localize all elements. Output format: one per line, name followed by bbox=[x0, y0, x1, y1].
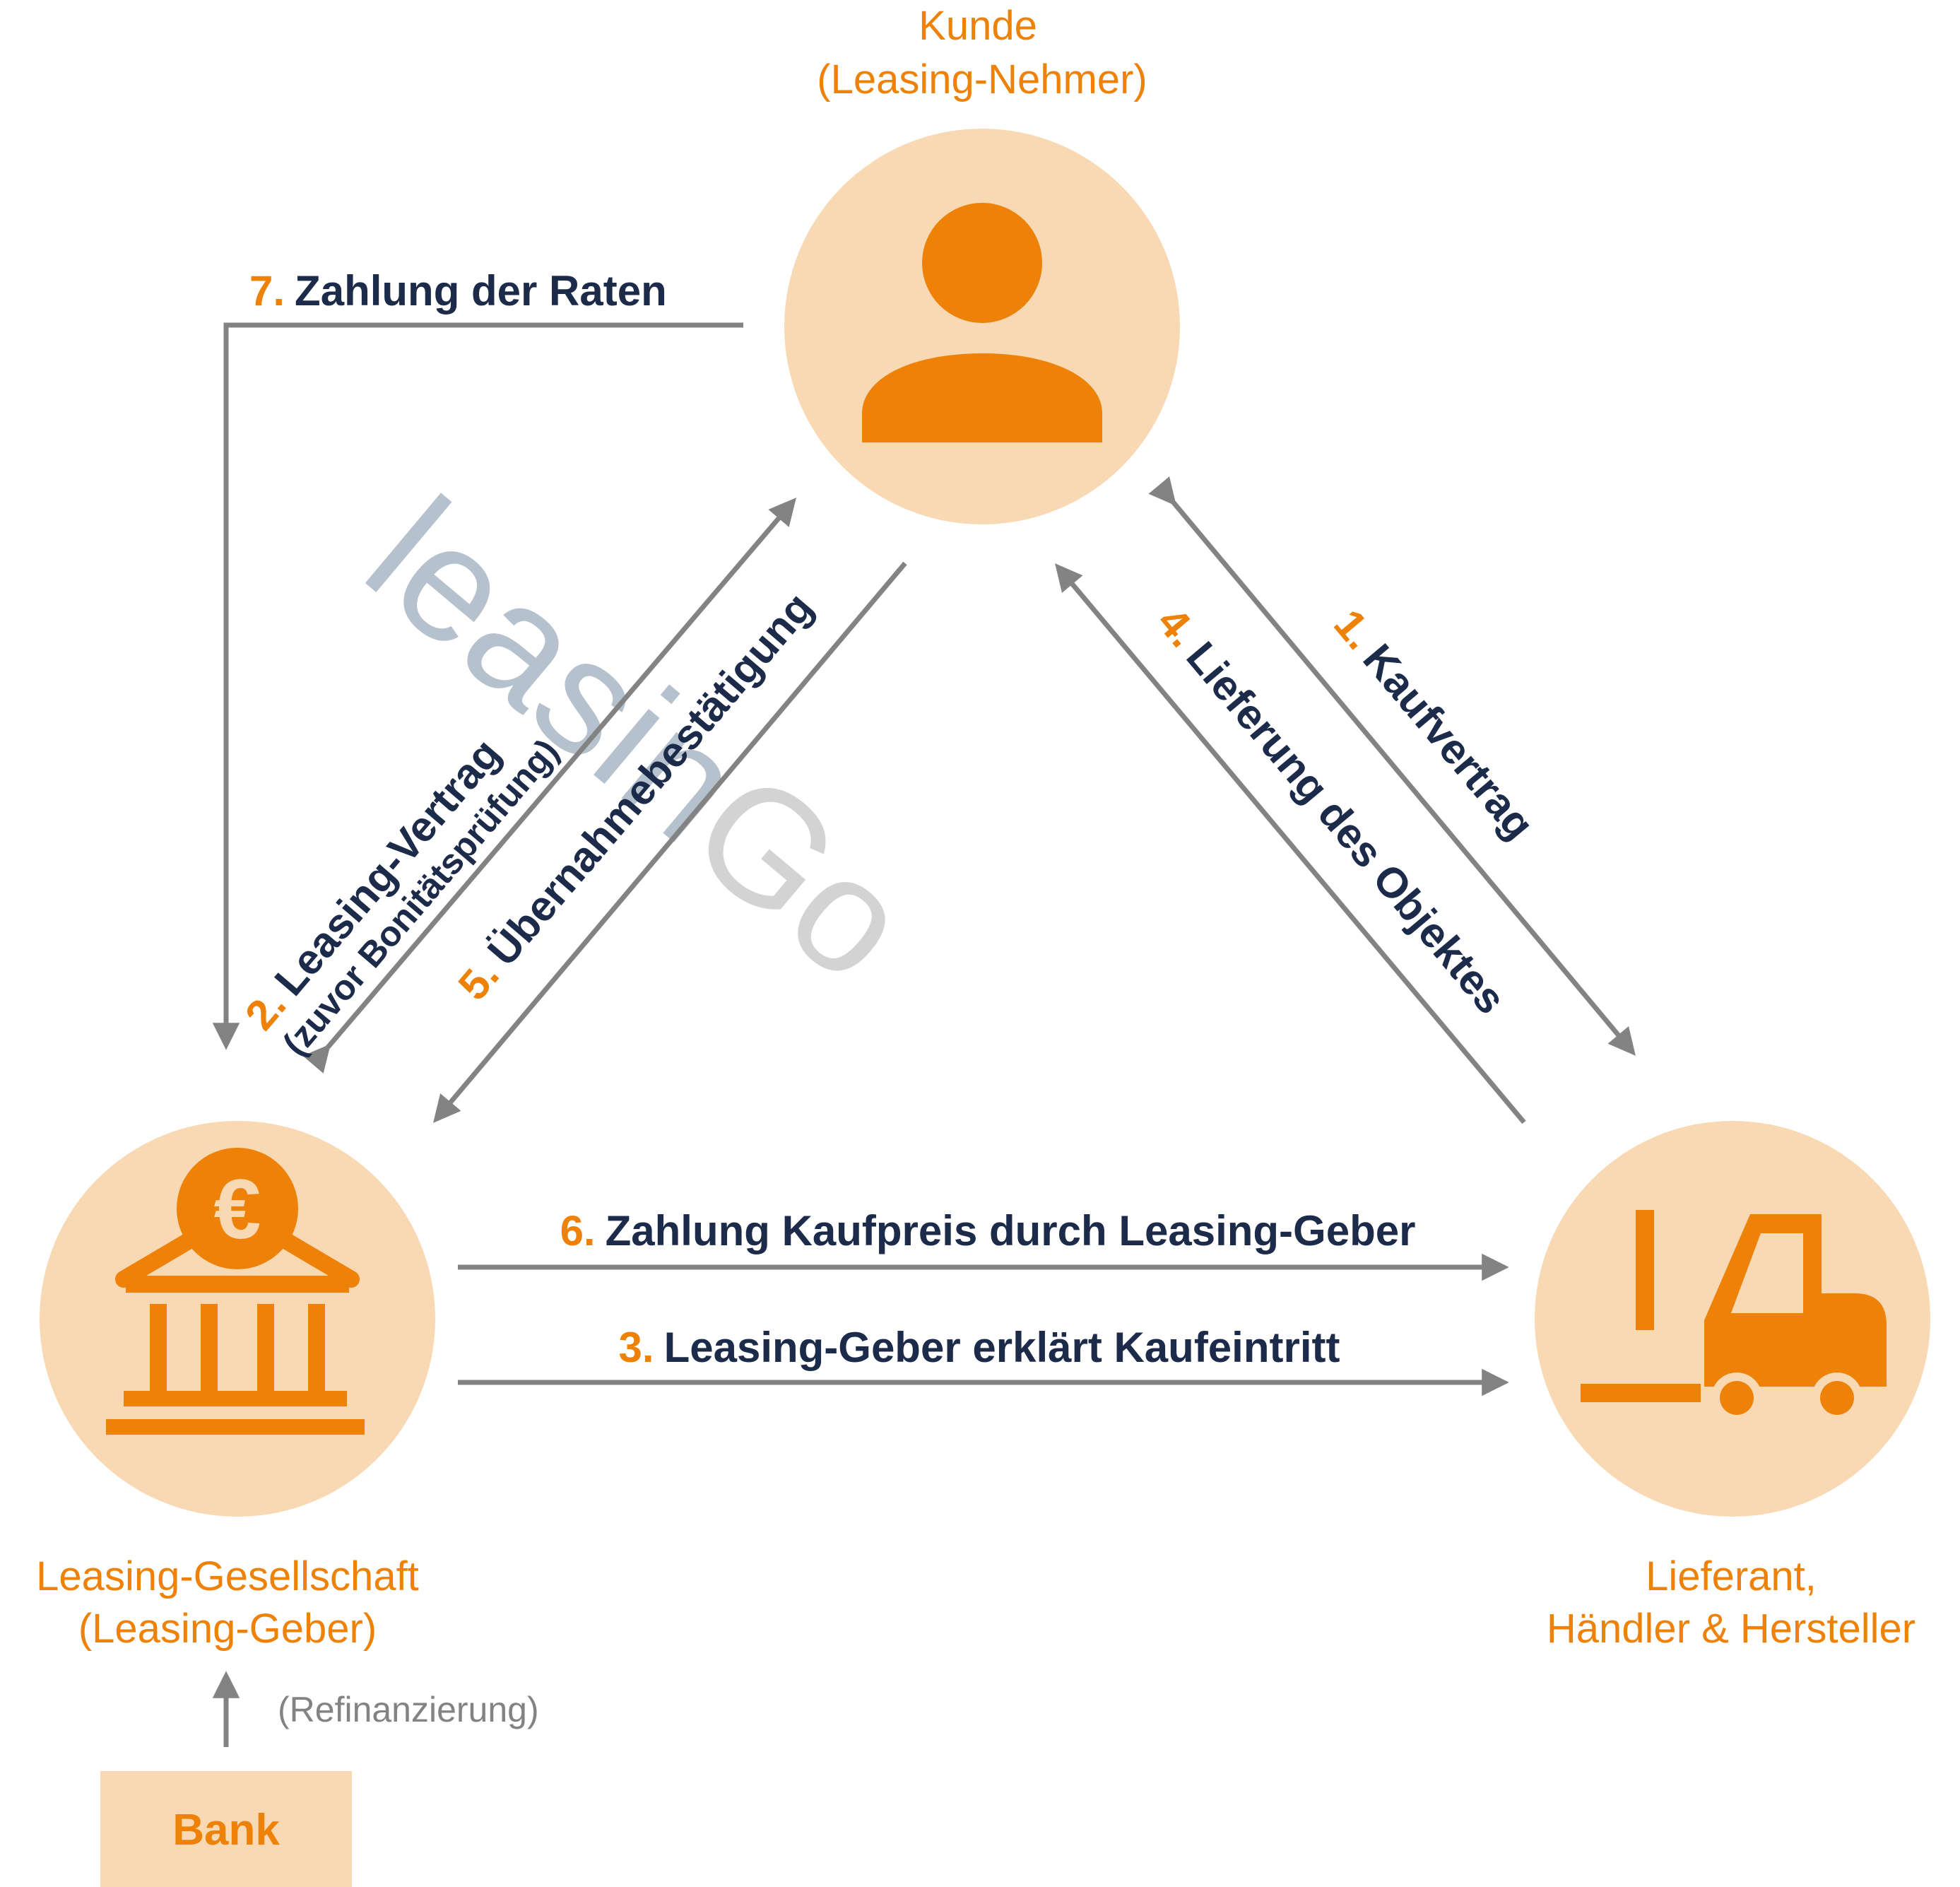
bank-building-icon: € bbox=[106, 1148, 365, 1435]
bank-box bbox=[100, 1771, 352, 1887]
process-arrows bbox=[212, 322, 1636, 1747]
gesellschaft-sublabel: (Leasing-Geber) bbox=[78, 1606, 377, 1652]
step-6-text: Zahlung Kaufpreis durch Leasing-Geber bbox=[606, 1207, 1416, 1254]
arrow-step-7 bbox=[212, 322, 743, 1050]
arrow-step-4 bbox=[1055, 563, 1526, 1124]
refinancing-note: (Refinanzierung) bbox=[278, 1690, 539, 1729]
step-4-label: 4.Lieferung des Objektes bbox=[1148, 599, 1515, 1023]
watermark-part-1: leasin bbox=[335, 464, 777, 876]
euro-symbol: € bbox=[214, 1162, 261, 1257]
bank-label: Bank bbox=[172, 1806, 280, 1854]
step-1-text: Kaufvertrag bbox=[1354, 635, 1543, 848]
step-7-text: Zahlung der Raten bbox=[295, 267, 667, 314]
kunde-circle bbox=[784, 129, 1180, 524]
step-7-label: 7.Zahlung der Raten bbox=[249, 267, 667, 314]
kunde-label: Kunde bbox=[919, 3, 1037, 49]
lieferant-label: Lieferant, bbox=[1646, 1553, 1817, 1599]
step-3-label: 3.Leasing-Geber erklärt Kaufeintritt bbox=[619, 1324, 1340, 1371]
arrow-step-1 bbox=[1148, 476, 1636, 1056]
step-4-label-group: 4.Lieferung des Objektes bbox=[1148, 599, 1515, 1023]
step-2-label-group: 2.Leasing-Vertrag (zuvor Bonitätsprüfung… bbox=[236, 730, 566, 1064]
person-icon bbox=[862, 203, 1102, 442]
forklift-icon bbox=[1581, 1210, 1887, 1423]
step-3-number: 3. bbox=[619, 1324, 654, 1371]
euro-coin-icon bbox=[177, 1148, 298, 1269]
step-7-number: 7. bbox=[249, 267, 285, 314]
lieferant-sublabel: Händler & Hersteller bbox=[1547, 1606, 1915, 1652]
step-4-text: Lieferung des Objektes bbox=[1177, 633, 1515, 1023]
arrow-step-2 bbox=[302, 498, 796, 1074]
gesellschaft-label: Leasing-Gesellschaft bbox=[36, 1553, 419, 1599]
step-3-text: Leasing-Geber erklärt Kaufeintritt bbox=[664, 1324, 1340, 1371]
gesellschaft-circle bbox=[40, 1121, 435, 1517]
step-6-number: 6. bbox=[560, 1207, 596, 1254]
step-6-label: 6.Zahlung Kaufpreis durch Leasing-Geber bbox=[560, 1207, 1416, 1254]
arrow-step-5 bbox=[433, 561, 907, 1123]
kunde-sublabel: (Leasing-Nehmer) bbox=[817, 57, 1147, 102]
